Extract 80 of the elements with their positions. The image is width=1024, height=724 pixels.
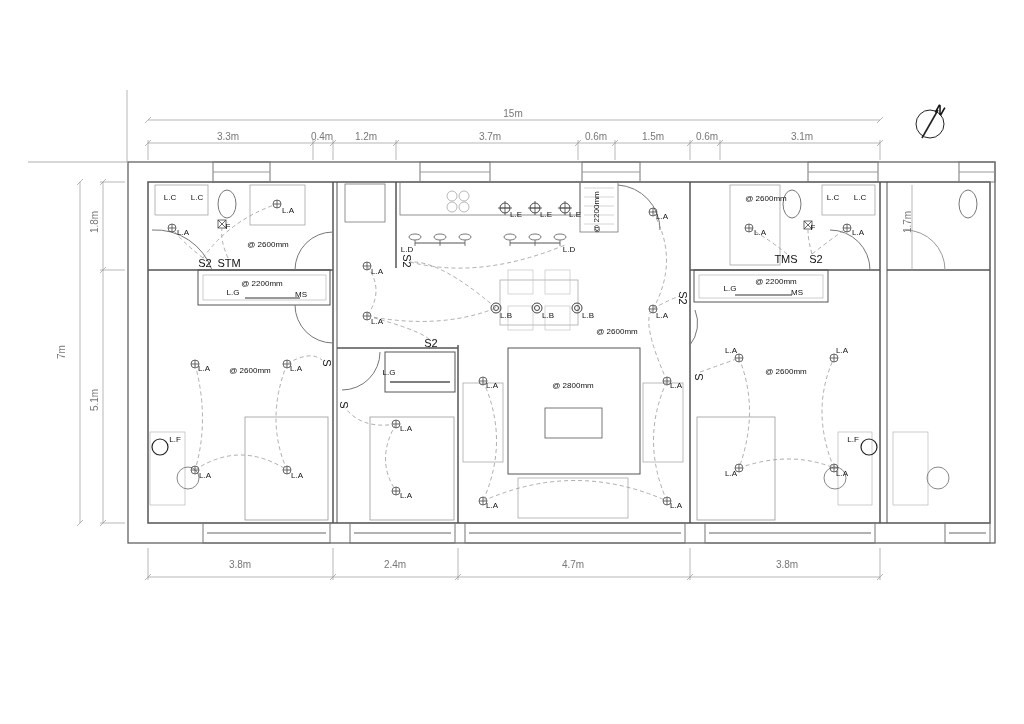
fixture-label: L.E xyxy=(569,211,581,219)
dimension-label: 3.8m xyxy=(775,560,799,570)
fixture-label: L.G xyxy=(382,369,396,377)
fixture-label: L.A xyxy=(670,502,682,510)
fixture-label: L.D xyxy=(400,246,414,254)
fixture-label: L.A xyxy=(754,229,766,237)
fixture-label: L.A xyxy=(199,472,211,480)
north-label: N xyxy=(932,102,948,118)
fixture-label: L.A xyxy=(486,382,498,390)
fixture-label: L.F xyxy=(169,436,181,444)
ceiling-height-label: @ 2200mm xyxy=(241,280,283,288)
fixture-label: F xyxy=(810,224,816,232)
fixture-label: MS xyxy=(295,291,307,299)
fixture-label: L.A xyxy=(290,365,302,373)
switch-label: S2 xyxy=(676,291,688,305)
switch-label: S xyxy=(337,401,349,409)
dimension-label: 3.3m xyxy=(216,132,240,142)
fixture-label: L.C xyxy=(826,194,840,202)
fixture-label: L.A xyxy=(400,492,412,500)
ceiling-height-label: @ 2800mm xyxy=(552,382,594,390)
switch-label: S2 xyxy=(424,337,438,349)
dimension-label: 1.7m xyxy=(903,210,913,234)
fixture-label: L.E xyxy=(540,211,552,219)
dimension-label: 0.6m xyxy=(695,132,719,142)
fixture-label: L.B xyxy=(582,312,594,320)
fixture-label: L.C xyxy=(190,194,204,202)
fixture-label: L.A xyxy=(836,347,848,355)
switch-label: S2 xyxy=(809,253,823,265)
fixture-label: L.A xyxy=(656,312,668,320)
dimension-label: 3.7m xyxy=(478,132,502,142)
dimension-label: 2.4m xyxy=(383,560,407,570)
ceiling-height-label: @ 2600mm xyxy=(596,328,638,336)
fixture-label: L.A xyxy=(198,365,210,373)
switch-label: TMS xyxy=(774,253,798,265)
dimension-label: 1.5m xyxy=(641,132,665,142)
fixture-label: F xyxy=(225,223,231,231)
switch-label: STM xyxy=(217,257,241,269)
fixture-label: L.F xyxy=(847,436,859,444)
fixture-label: L.A xyxy=(725,347,737,355)
fixture-label: L.G xyxy=(723,285,737,293)
dimension-label: 1.8m xyxy=(90,210,100,234)
fixture-label: L.A xyxy=(486,502,498,510)
fixture-label: L.D xyxy=(562,246,576,254)
fixture-label: L.A xyxy=(670,382,682,390)
fixture-label: L.A xyxy=(371,318,383,326)
fixture-label: L.A xyxy=(371,268,383,276)
fixture-label: L.E xyxy=(510,211,522,219)
ceiling-height-label: @ 2600mm xyxy=(765,368,807,376)
dimension-label: 3.1m xyxy=(790,132,814,142)
switch-label: S xyxy=(320,359,332,367)
fixture-label: L.C xyxy=(853,194,867,202)
ceiling-height-label: @ 2600mm xyxy=(229,367,271,375)
switch-label: S xyxy=(693,373,705,381)
fixture-label: L.A xyxy=(400,425,412,433)
fixture-label: L.A xyxy=(282,207,294,215)
fixture-label: L.C xyxy=(163,194,177,202)
dimension-label: 0.6m xyxy=(584,132,608,142)
dimension-label: 4.7m xyxy=(561,560,585,570)
dimension-label: 15m xyxy=(503,109,523,119)
ceiling-height-label: @ 2600mm xyxy=(745,195,787,203)
ceiling-height-label: @ 2200mm xyxy=(755,278,797,286)
dimension-label: 0.4m xyxy=(310,132,334,142)
ceiling-height-label: @ 2600mm xyxy=(247,241,289,249)
fixture-label: MS xyxy=(791,289,803,297)
switch-label: S2 xyxy=(400,254,412,268)
fixture-label: L.A xyxy=(852,229,864,237)
dimension-label: 3.8m xyxy=(228,560,252,570)
dimension-label: 7m xyxy=(57,345,67,359)
fixture-label: L.A xyxy=(836,470,848,478)
fixture-label: L.A xyxy=(177,229,189,237)
fixture-label: L.B xyxy=(500,312,512,320)
fixture-label: L.B xyxy=(542,312,554,320)
fixture-label: L.A xyxy=(725,470,737,478)
switch-label: S2 xyxy=(198,257,212,269)
fixture-label: L.A xyxy=(291,472,303,480)
dimension-label: 1.2m xyxy=(354,132,378,142)
fixture-label: L.G xyxy=(226,289,240,297)
ceiling-height-label: @ 2200mm xyxy=(593,191,601,233)
dimension-label: 5.1m xyxy=(90,388,100,412)
fixture-label: L.A xyxy=(656,213,668,221)
